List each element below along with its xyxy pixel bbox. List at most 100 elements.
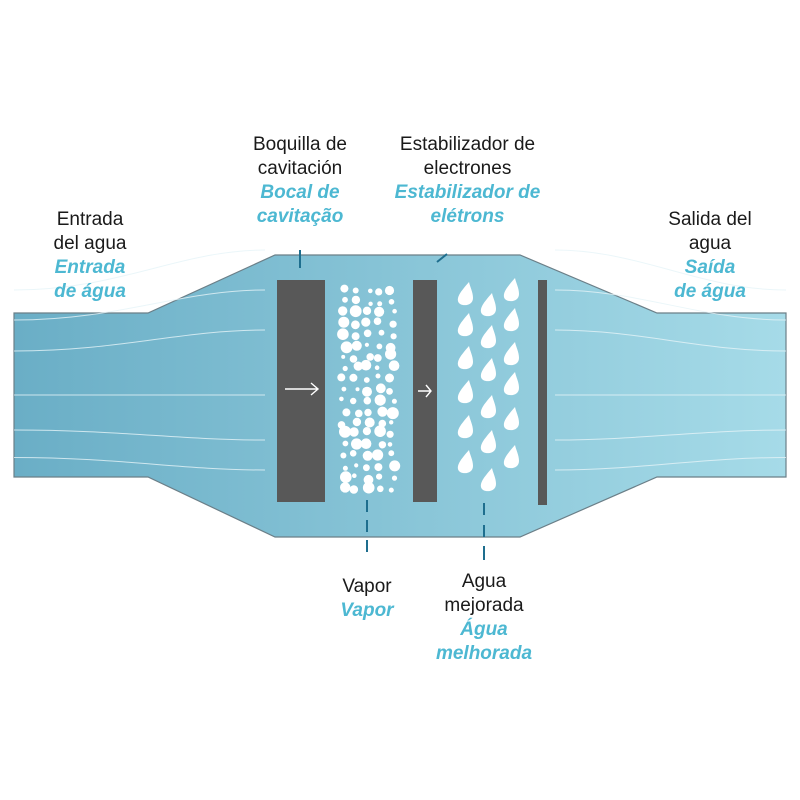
- bubble: [376, 473, 383, 480]
- bubble: [354, 463, 359, 468]
- label-es: Salida del: [668, 209, 752, 230]
- label-es: mejorada: [444, 595, 524, 616]
- bubble: [361, 317, 371, 327]
- bubble: [377, 406, 388, 417]
- bubble: [349, 305, 362, 318]
- bubble: [352, 287, 359, 294]
- bubble: [342, 365, 348, 372]
- bubble: [351, 438, 363, 450]
- bubble: [341, 354, 346, 359]
- bubble: [340, 284, 349, 293]
- bubble: [340, 471, 352, 483]
- water-drop: [503, 308, 519, 332]
- bubble: [374, 365, 380, 371]
- pipe-body: [13, 254, 787, 538]
- bubble: [349, 427, 359, 437]
- bubble: [362, 450, 373, 461]
- label-pt: elétrons: [430, 206, 505, 227]
- label-pt: de água: [54, 281, 126, 302]
- cavitation-nozzle-plate: [277, 280, 325, 502]
- label-vapor: Vapor Vapor: [317, 575, 417, 623]
- label-pt: Água: [460, 619, 508, 640]
- bubble: [352, 417, 362, 427]
- bubble: [349, 450, 357, 457]
- label-pt: melhorada: [435, 643, 533, 664]
- vapor-bubbles: [337, 284, 401, 494]
- outlet-plate: [538, 280, 547, 505]
- water-drop: [480, 325, 496, 349]
- water-drop: [480, 293, 496, 317]
- bubble: [364, 417, 375, 428]
- label-pt: Saída: [684, 257, 736, 278]
- bubble: [339, 396, 344, 402]
- water-drop: [503, 372, 519, 396]
- bubble: [351, 295, 361, 305]
- flow-lines: [13, 249, 787, 471]
- bubble: [364, 342, 369, 347]
- bubble: [355, 409, 363, 418]
- water-drop: [503, 342, 519, 366]
- bubble: [337, 373, 346, 382]
- water-drop: [503, 445, 519, 469]
- bubble: [385, 348, 397, 360]
- arrow-icon: [418, 384, 432, 398]
- bubble: [387, 442, 393, 447]
- bubble: [374, 306, 385, 317]
- bubble: [375, 373, 381, 379]
- bubble: [388, 487, 394, 493]
- label-pt: Entrada: [54, 257, 126, 278]
- bubble: [340, 341, 353, 354]
- bubble: [351, 332, 360, 341]
- bubble: [363, 377, 370, 383]
- bubble: [386, 407, 399, 420]
- bubble: [363, 474, 374, 485]
- bubble: [377, 485, 384, 493]
- bubble: [352, 473, 357, 479]
- bubble: [350, 397, 357, 405]
- label-improved-water: Agua mejorada Água melhorada: [414, 570, 554, 666]
- bubble: [388, 360, 400, 372]
- water-drop: [457, 346, 473, 370]
- label-pt: Bocal de: [260, 182, 340, 203]
- bubble: [377, 301, 383, 307]
- water-drop: [480, 430, 496, 454]
- water-drop: [457, 415, 473, 439]
- leader-lines: [299, 250, 485, 560]
- bubble: [341, 386, 347, 392]
- bubble: [390, 333, 397, 340]
- bubble: [362, 386, 372, 397]
- bubble: [388, 299, 395, 305]
- bubble: [349, 485, 359, 494]
- bubble: [389, 420, 394, 425]
- bubble: [389, 320, 397, 328]
- label-es: Agua: [461, 571, 507, 592]
- bubble: [375, 383, 386, 394]
- bubble: [392, 308, 397, 314]
- water-drop: [503, 407, 519, 431]
- label-pt: Estabilizador de: [394, 182, 541, 203]
- bubble: [384, 285, 395, 296]
- bubble: [386, 388, 393, 395]
- label-es: agua: [688, 233, 732, 254]
- arrow-icon: [285, 382, 320, 396]
- bubble: [355, 387, 360, 392]
- bubble: [342, 296, 348, 303]
- label-pt: de água: [674, 281, 746, 302]
- label-es: del agua: [53, 233, 127, 254]
- bubble: [363, 329, 372, 338]
- bubble: [368, 288, 373, 294]
- bubble: [338, 306, 348, 316]
- label-es: Boquilla de: [252, 134, 348, 155]
- bubble: [360, 438, 372, 450]
- label-es: electrones: [423, 158, 512, 179]
- bubble: [349, 373, 358, 382]
- bubble: [351, 340, 362, 351]
- bubble: [362, 427, 371, 436]
- label-pt: cavitação: [256, 206, 344, 227]
- bubble: [389, 460, 401, 472]
- label-water-inlet: Entrada del agua Entrada de água: [20, 208, 160, 304]
- bubble: [373, 317, 382, 326]
- bubble: [363, 464, 370, 472]
- bubble: [338, 316, 350, 328]
